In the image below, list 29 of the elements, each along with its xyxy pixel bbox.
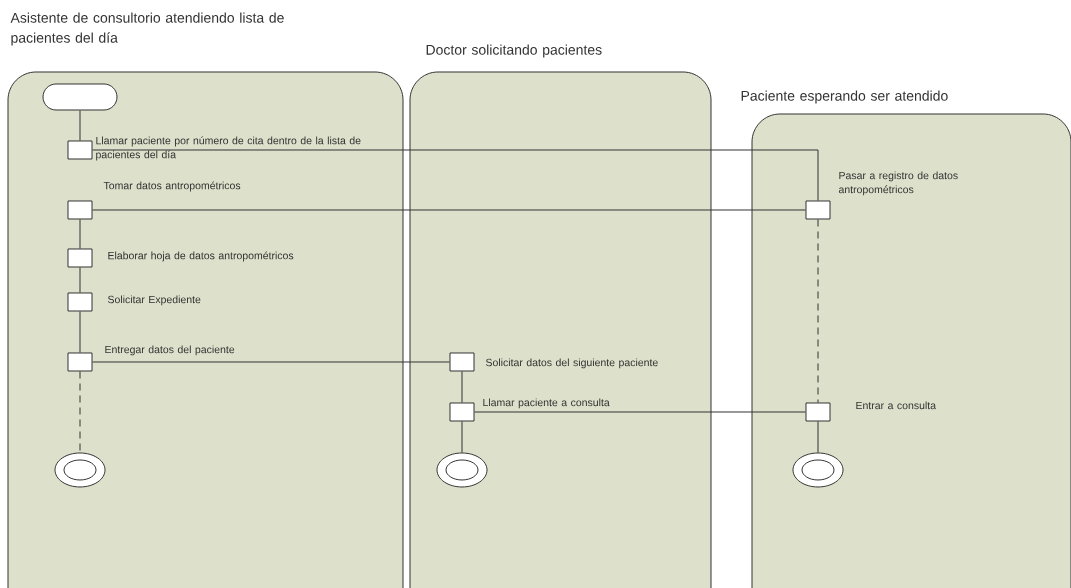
connector	[79, 371, 81, 453]
lane-heading: Doctor solicitando pacientes	[426, 44, 602, 58]
activity-label: Llamar paciente a consulta	[483, 398, 610, 409]
connector	[79, 267, 81, 293]
connector	[79, 110, 81, 141]
end-state	[436, 452, 488, 488]
activity-label: Tomar datos antropométricos	[103, 181, 241, 192]
activity-label: Entrar a consulta	[856, 401, 936, 410]
start-state	[42, 83, 118, 111]
end-state	[792, 452, 844, 488]
connector	[79, 219, 81, 249]
activity-label: Solicitar Expediente	[108, 295, 201, 306]
connector	[461, 421, 463, 453]
activity-label: Elaborar hoja de datos antropométricos	[108, 251, 294, 262]
connector	[474, 411, 806, 413]
end-state	[54, 452, 106, 488]
connector	[92, 361, 450, 363]
lane-heading: Paciente esperando ser atendido	[741, 90, 948, 104]
connector	[817, 421, 819, 453]
activity-label: Solicitar datos del siguiente paciente	[486, 358, 658, 369]
activity-label: Pasar a registro de datos antropométricos	[838, 171, 958, 196]
activity-label: Llamar paciente por número de cita dentro de la lista de pacientes del día	[96, 136, 361, 161]
connector	[92, 209, 806, 211]
connector	[92, 149, 819, 201]
activity-label: Entregar datos del paciente	[105, 345, 235, 356]
lane-heading: Asistente de consultorio atendiendo lista de pacientes del día	[10, 12, 284, 46]
connector	[817, 219, 819, 403]
connector	[461, 371, 463, 403]
connector	[79, 311, 81, 353]
